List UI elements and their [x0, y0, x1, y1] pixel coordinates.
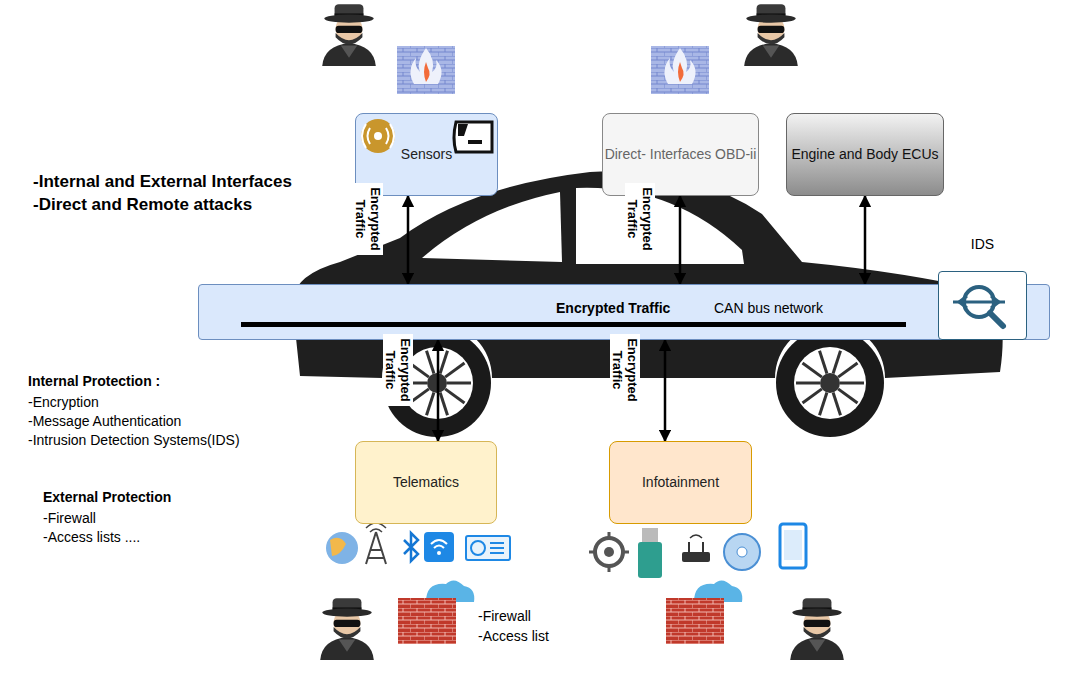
note-label: Internal Protection : — [28, 373, 160, 390]
node-text: Engine and Body ECUs — [791, 146, 938, 163]
edge-label: Encrypted Traffic — [383, 334, 413, 406]
edge-label: Encrypted Traffic — [610, 334, 640, 406]
note-label: -Firewall — [43, 510, 96, 527]
telematics-box: Telematics — [355, 441, 497, 524]
band-text: Encrypted Traffic — [556, 300, 670, 317]
edge-label: Encrypted Traffic — [625, 183, 655, 255]
arrow-connector — [437, 340, 440, 441]
telematics-icons — [326, 523, 510, 564]
ecu-box: Engine and Body ECUs — [786, 113, 944, 196]
edge-label: Encrypted Traffic — [353, 183, 383, 255]
can-bus-band: Encrypted TrafficCAN bus networkIDS — [198, 284, 1050, 340]
arrow-connector — [864, 196, 867, 284]
node-text: Telematics — [393, 474, 459, 491]
note-label: -Direct and Remote attacks — [33, 195, 252, 215]
note-label: -Firewall — [478, 608, 531, 625]
note-label: -Encryption — [28, 394, 99, 411]
node-heading: IDS — [939, 236, 1026, 253]
arrow-connector — [407, 196, 410, 284]
node-text: Sensors — [401, 146, 452, 163]
band-text: CAN bus network — [714, 300, 823, 317]
ids-box: IDS — [938, 271, 1027, 340]
arrow-connector — [664, 340, 667, 441]
note-label: -Access list — [478, 628, 549, 645]
note-label: -Access lists .... — [43, 529, 140, 546]
note-label: -Intrusion Detection Systems(IDS) — [28, 432, 240, 449]
bus-line — [241, 322, 906, 327]
note-label: -Message Authentication — [28, 413, 181, 430]
wheel — [383, 329, 884, 437]
note-label: -Internal and External Interfaces — [33, 172, 292, 192]
arrow-connector — [679, 196, 682, 284]
note-label: External Protection — [43, 489, 171, 506]
ids-icon — [939, 272, 1025, 338]
infotainment-box: Infotainment — [609, 441, 752, 524]
node-text: Direct- Interfaces OBD-ii — [605, 146, 757, 163]
node-text: Infotainment — [642, 474, 719, 491]
infotainment-icons — [589, 524, 806, 578]
